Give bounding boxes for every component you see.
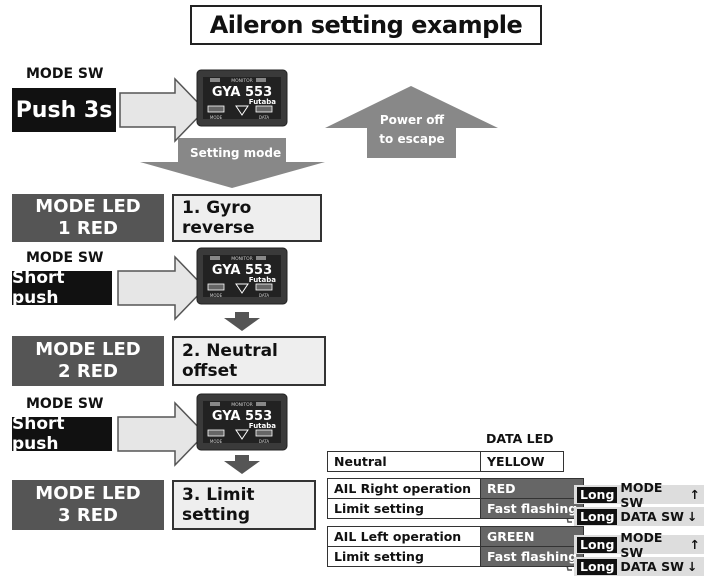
- data-led-table-right: AIL Right operation RED Limit setting Fa…: [327, 478, 585, 519]
- page-title: Aileron setting example: [190, 5, 542, 45]
- long-tag: Long: [577, 508, 618, 525]
- down-arrow-2: [224, 455, 260, 474]
- svg-text:GYA 553: GYA 553: [212, 409, 272, 424]
- table-row: AIL Right operation RED: [327, 478, 585, 499]
- escape-line-1: Power off: [379, 113, 445, 127]
- mode-led-1: MODE LED 1 RED: [12, 194, 164, 242]
- escape-line-2: to escape: [379, 132, 445, 146]
- mode-led-2: MODE LED 2 RED: [12, 336, 164, 386]
- svg-text:DATA: DATA: [259, 439, 270, 444]
- table-row: Limit setting Fast flashing: [327, 498, 585, 519]
- neutral-label: Neutral: [327, 451, 481, 472]
- svg-text:DATA: DATA: [259, 293, 270, 298]
- right-op-label: AIL Right operation: [327, 478, 481, 499]
- down-arrow-icon: ↓: [686, 559, 698, 574]
- mode-sw-text: MODE SW: [620, 529, 663, 560]
- press-arrow-2: [117, 255, 207, 321]
- neutral-value: YELLOW: [480, 451, 564, 472]
- svg-text:MODE: MODE: [210, 439, 223, 444]
- svg-text:MONITOR: MONITOR: [231, 256, 253, 262]
- long-data-sw-down-2: Long DATA SW ↓: [574, 557, 704, 576]
- svg-text:Futaba: Futaba: [249, 98, 276, 106]
- mode-sw-text: MODE SW: [620, 479, 663, 510]
- push-3s-label: Push 3s: [12, 88, 116, 132]
- right-limit-label: Limit setting: [327, 498, 481, 519]
- step-gyro-reverse: 1. Gyro reverse: [172, 194, 322, 242]
- short-push-label-1: Short push: [12, 268, 112, 308]
- data-led-table-neutral: Neutral YELLOW: [327, 451, 564, 472]
- down-arrow-1: [224, 312, 260, 331]
- mode-sw-label: MODE SW: [26, 66, 104, 82]
- gyro-device-3: MONITOR GYA 553 Futaba MODE DATA: [196, 393, 288, 455]
- svg-text:GYA 553: GYA 553: [212, 85, 272, 100]
- mode-led-3-line2: 3 RED: [58, 505, 118, 526]
- escape-arrow: [325, 86, 498, 158]
- up-arrow-icon: ↑: [689, 487, 700, 502]
- svg-text:MODE: MODE: [210, 115, 223, 120]
- down-arrow-icon: ↓: [686, 509, 698, 524]
- right-limit-value: Fast flashing: [479, 498, 585, 519]
- left-op-label: AIL Left operation: [327, 526, 481, 547]
- mode-sw-label-3: MODE SW: [26, 396, 104, 412]
- long-mode-sw-up-2: Long MODE SW ↑: [574, 530, 704, 560]
- data-sw-text: DATA SW: [620, 559, 684, 574]
- data-sw-text: DATA SW: [620, 509, 684, 524]
- right-op-value: RED: [479, 478, 585, 499]
- table-row: Limit setting Fast flashing: [327, 546, 585, 567]
- mode-led-2-line1: MODE LED: [35, 339, 141, 360]
- svg-text:Futaba: Futaba: [249, 422, 276, 430]
- svg-text:MODE: MODE: [210, 293, 223, 298]
- long-data-sw-down-1: Long DATA SW ↓: [574, 507, 704, 526]
- svg-text:MONITOR: MONITOR: [231, 402, 253, 408]
- data-led-table-left: AIL Left operation GREEN Limit setting F…: [327, 526, 585, 567]
- long-tag: Long: [577, 558, 618, 575]
- table-row: Neutral YELLOW: [327, 451, 564, 472]
- long-mode-sw-up-1: Long MODE SW ↑: [574, 480, 704, 510]
- press-arrow-3: [117, 401, 207, 467]
- step-neutral-offset: 2. Neutral offset: [172, 336, 326, 386]
- escape-label: Power off to escape: [367, 111, 457, 149]
- svg-text:Futaba: Futaba: [249, 276, 276, 284]
- data-led-header: DATA LED: [486, 431, 554, 446]
- svg-text:DATA: DATA: [259, 115, 270, 120]
- up-arrow-icon: ↑: [689, 537, 700, 552]
- svg-text:MONITOR: MONITOR: [231, 78, 253, 84]
- gyro-device-1: MONITOR GYA 553 Futaba MODE DATA: [196, 69, 288, 131]
- setting-mode-label: Setting mode: [190, 146, 282, 160]
- table-row: AIL Left operation GREEN: [327, 526, 585, 547]
- mode-led-2-line2: 2 RED: [58, 361, 118, 382]
- left-limit-value: Fast flashing: [479, 546, 585, 567]
- long-tag: Long: [577, 486, 618, 503]
- mode-sw-label-2: MODE SW: [26, 250, 104, 266]
- mode-led-1-line1: MODE LED: [35, 196, 141, 217]
- long-tag: Long: [577, 536, 618, 553]
- mode-led-3: MODE LED 3 RED: [12, 480, 164, 530]
- press-arrow-1: [119, 77, 207, 143]
- left-limit-label: Limit setting: [327, 546, 481, 567]
- short-push-label-2: Short push: [12, 414, 112, 454]
- mode-led-1-line2: 1 RED: [58, 218, 118, 239]
- mode-led-3-line1: MODE LED: [35, 483, 141, 504]
- gyro-device-2: MONITOR GYA 553 Futaba MODE DATA: [196, 247, 288, 309]
- setting-mode-arrow: [140, 138, 325, 188]
- left-op-value: GREEN: [479, 526, 585, 547]
- svg-text:GYA 553: GYA 553: [212, 263, 272, 278]
- step-limit-setting: 3. Limit setting: [172, 480, 316, 530]
